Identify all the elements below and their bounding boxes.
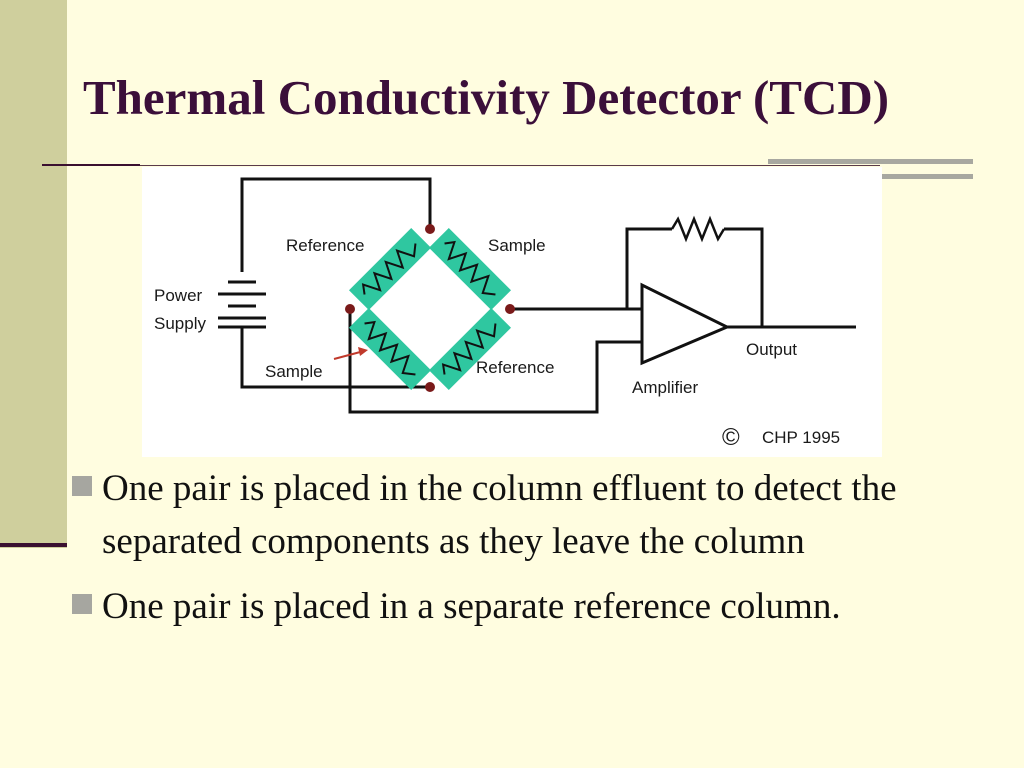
slide-title: Thermal Conductivity Detector (TCD) <box>83 70 890 125</box>
copyright-icon: © <box>722 424 740 451</box>
sample-arrow-icon <box>333 347 368 360</box>
title-underline <box>42 164 140 166</box>
bullet-text: One pair is placed in the column effluen… <box>102 468 897 562</box>
amplifier-icon <box>640 282 731 366</box>
bullet-item: One pair is placed in a separate referen… <box>72 580 972 633</box>
circuit-wires <box>240 177 856 414</box>
circuit-svg: Reference Sample Power Supply Sample Ref… <box>154 177 856 451</box>
label-reference-bottom: Reference <box>476 358 554 377</box>
label-output: Output <box>746 340 797 359</box>
bridge-resistor-sample-bottom <box>348 307 432 391</box>
decorative-bar-top <box>768 159 973 164</box>
bullet-item: One pair is placed in the column effluen… <box>72 462 972 568</box>
bridge-nodes <box>345 224 515 392</box>
bridge-resistor-sample-top <box>428 227 512 311</box>
label-copyright: CHP 1995 <box>762 428 840 447</box>
bridge-resistor-reference-bottom <box>428 307 512 391</box>
left-accent-rule <box>0 543 67 547</box>
left-decorative-band <box>0 0 67 548</box>
label-power: Power <box>154 286 203 305</box>
feedback-resistor-icon <box>670 215 726 243</box>
label-amplifier: Amplifier <box>632 378 698 397</box>
label-reference-top: Reference <box>286 236 364 255</box>
bullet-square-icon <box>72 476 92 496</box>
label-sample-bottom: Sample <box>265 362 323 381</box>
diagram-top-rule <box>140 165 880 166</box>
label-supply: Supply <box>154 314 206 333</box>
power-supply-icon <box>218 280 266 329</box>
label-sample-top: Sample <box>488 236 546 255</box>
bullet-text: One pair is placed in a separate referen… <box>102 586 841 627</box>
bullet-list: One pair is placed in the column effluen… <box>72 462 972 633</box>
bridge-resistor-reference-top <box>348 227 432 311</box>
bullet-square-icon <box>72 594 92 614</box>
tcd-circuit-diagram: Reference Sample Power Supply Sample Ref… <box>142 167 882 457</box>
